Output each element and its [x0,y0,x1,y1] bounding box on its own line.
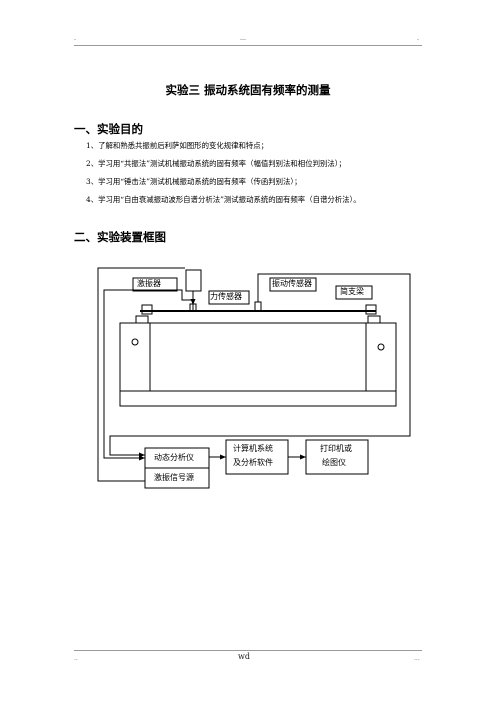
exciter-box [185,269,202,292]
purpose-item-1: 1、了解和熟悉共振前后利萨如图形的变化规律和特点； [86,141,269,150]
exciter-label-box [132,277,178,292]
vibration-sensor-block [254,301,262,312]
force-sensor-label: 力传感器 [210,292,242,301]
header-right-mark: - [417,36,420,43]
exciter-signal-line [97,267,185,482]
computer-arrowhead [220,454,226,460]
footer-center-text: wd [238,652,250,661]
right-bolt [377,343,385,351]
purpose-item-3: 3、学习用“锤击法”测试机械振动系统的固有频率（传函判别法）； [86,177,302,186]
header-left-mark: - [74,36,77,43]
force-sensor-label-box [208,290,250,305]
computer-label-line1: 计算机系统 [233,444,273,453]
left-bolt [131,338,139,346]
vibration-sensor-label-box [269,277,317,292]
purpose-item-2: 2、学习用“共振法”测试机械振动系统的固有频率（幅值判别法和相位判别法）； [86,159,346,168]
dynamic-analyzer-label: 动态分析仪 [154,453,194,462]
force-sensor-line [103,289,194,459]
printer-label-line1: 打印机或 [320,444,352,453]
beam-label: 简支梁 [340,287,364,296]
analyzer-feedback-line [108,271,145,458]
beam-label-box [335,285,373,300]
footer-left-mark: .. [74,655,78,662]
printer-arrowhead [300,454,306,460]
header-center-mark: --- [240,36,247,43]
exciter-arrowhead [190,299,196,305]
vibration-sensor-line [109,273,411,456]
table-base [119,390,397,407]
right-support [365,304,377,315]
purpose-item-4: 4、学习用“自由衰减振动波形自谱分析法”测试振动系统的固有频率（自谱分析法）。 [86,195,361,204]
computer-label-line2: 及分析软件 [233,458,273,467]
table-frame [119,322,397,392]
footer-rule [74,650,422,651]
signal-source-label: 激振信号源 [154,473,194,482]
left-pillar [119,322,151,392]
signal-source-box [144,467,210,489]
right-pillar [365,322,397,392]
left-support [141,304,153,315]
left-pillar-cap [135,315,149,324]
printer-label-line2: 绘图仪 [322,458,346,467]
vibration-arrowhead [139,452,145,458]
right-pillar-cap [367,315,381,324]
header-rule [74,45,422,46]
analyzer-signal-line [92,265,145,458]
section-heading-purpose: 一、实验目的 [74,122,143,136]
exciter-label: 激振器 [137,279,161,288]
footer-right-mark: ... [414,655,420,662]
section-heading-setup-diagram: 二、实验装置框图 [74,230,166,244]
page-title: 实验三 振动系统固有频率的测量 [165,83,331,97]
vibration-sensor-label: 振动传感器 [272,279,312,288]
